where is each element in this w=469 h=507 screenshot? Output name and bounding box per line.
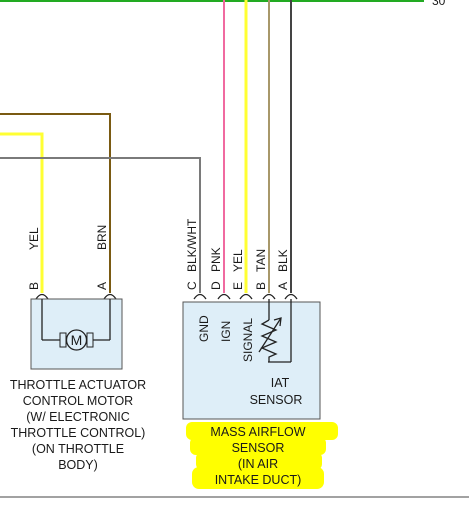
pin-letter-a-maf: A [276, 282, 290, 290]
maf-label-line-2: SENSOR [232, 441, 285, 455]
throttle-label-line-3: (W/ ELECTRONIC [26, 410, 129, 424]
yel-wire-motor [0, 132, 44, 293]
throttle-label-line-4: THROTTLE CONTROL) [11, 426, 146, 440]
iat-label-line-2: SENSOR [250, 393, 303, 407]
wire-label-yel-motor: YEL [27, 227, 41, 250]
throttle-motor-label: THROTTLE ACTUATOR CONTROL MOTOR (W/ ELEC… [10, 378, 146, 472]
maf-label-line-1: MASS AIRFLOW [210, 425, 305, 439]
terminal-maf-b [262, 293, 276, 300]
connector-terminals [35, 293, 298, 300]
pin-letter-b-motor: B [27, 282, 41, 290]
throttle-label-line-1: THROTTLE ACTUATOR [10, 378, 146, 392]
terminal-maf-a [284, 293, 298, 300]
wire-label-yel-maf: YEL [231, 249, 245, 272]
brn-wire [0, 113, 111, 293]
motor-brush-right [86, 332, 94, 348]
pin-letter-e: E [231, 282, 245, 290]
wire-label-blk-wht: BLK/WHT [185, 218, 199, 272]
wire-label-pnk: PNK [209, 247, 223, 272]
iat-label-line-1: IAT [271, 376, 290, 390]
pin-letter-d: D [209, 281, 223, 290]
thermistor-arrow-line [258, 317, 282, 353]
maf-sensor-box [182, 301, 321, 420]
wire-label-blk: BLK [276, 249, 290, 272]
maf-internal-wiring [258, 299, 292, 363]
corner-number: 30 [432, 0, 446, 8]
terminal-maf-e [239, 293, 253, 300]
throttle-label-line-5: (ON THROTTLE [32, 442, 124, 456]
maf-internal-ign: IGN [219, 321, 233, 342]
motor-brush-left [59, 332, 67, 348]
terminal-motor-b [35, 293, 49, 300]
motor-symbol-icon [65, 329, 88, 351]
terminal-maf-c [193, 293, 207, 300]
wire-label-tan: TAN [254, 249, 268, 272]
pin-letter-b-maf: B [254, 282, 268, 290]
motor-symbol-letter: M [71, 332, 83, 348]
maf-label-line-4: INTAKE DUCT) [215, 473, 302, 487]
maf-internal-signal: SIGNAL [241, 318, 255, 362]
wire-label-brn: BRN [95, 225, 109, 250]
terminal-motor-a [103, 293, 117, 300]
throttle-label-line-2: CONTROL MOTOR [23, 394, 133, 408]
maf-label-highlight [186, 422, 338, 489]
maf-internal-gnd: GND [197, 315, 211, 342]
maf-label-line-3: (IN AIR [238, 457, 278, 471]
terminal-maf-d [217, 293, 231, 300]
iat-thermistor-icon [260, 319, 278, 362]
throttle-label-line-6: BODY) [58, 458, 98, 472]
thermistor-arrow-head [273, 317, 282, 327]
maf-label: MASS AIRFLOW SENSOR (IN AIR INTAKE DUCT) [210, 425, 305, 487]
pin-letter-a-motor: A [95, 282, 109, 290]
blk-wht-wire [0, 157, 201, 293]
pin-letter-c: C [185, 281, 199, 290]
